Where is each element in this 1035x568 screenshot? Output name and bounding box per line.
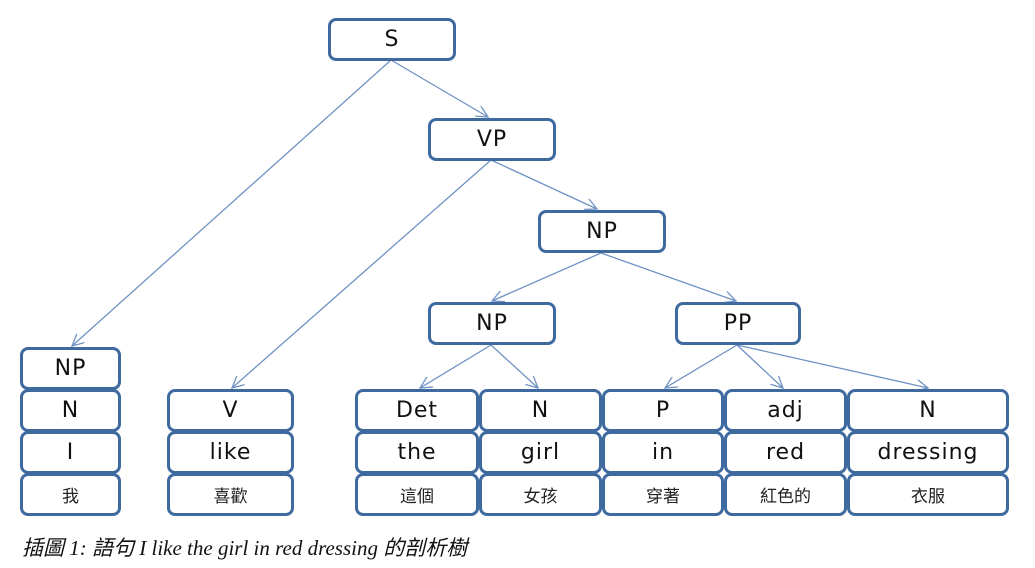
subject-np: NP	[20, 347, 121, 390]
noun2-translation: 衣服	[847, 473, 1009, 516]
adj-translation: 紅色的	[724, 473, 847, 516]
node-vp: VP	[428, 118, 556, 161]
subject-word: I	[20, 431, 121, 474]
edge-np-np	[492, 252, 602, 301]
edge-s-vp	[390, 59, 488, 117]
edge-np-det	[420, 344, 492, 388]
prep-word: in	[602, 431, 724, 474]
adj-pos: adj	[724, 389, 847, 432]
noun-word: girl	[479, 431, 602, 474]
noun-translation: 女孩	[479, 473, 602, 516]
verb-translation: 喜歡	[167, 473, 294, 516]
verb-word: like	[167, 431, 294, 474]
node-s: S	[328, 18, 456, 61]
edge-s-np-subject	[72, 59, 392, 346]
edge-np-n	[490, 344, 538, 388]
verb-pos: V	[167, 389, 294, 432]
adj-word: red	[724, 431, 847, 474]
node-pp: PP	[675, 302, 801, 345]
prep-pos: P	[602, 389, 724, 432]
edge-vp-v	[232, 159, 492, 388]
noun2-word: dressing	[847, 431, 1009, 474]
edge-vp-np	[490, 159, 597, 209]
edge-pp-p	[665, 344, 738, 388]
prep-translation: 穿著	[602, 473, 724, 516]
edge-pp-n	[736, 344, 928, 388]
node-np-head: NP	[428, 302, 556, 345]
det-translation: 這個	[355, 473, 479, 516]
subject-translation: 我	[20, 473, 121, 516]
edge-np-pp	[600, 252, 736, 301]
edge-pp-adj	[736, 344, 783, 388]
det-word: the	[355, 431, 479, 474]
figure-caption: 插圖 1: 語句 I like the girl in red dressing…	[22, 536, 468, 560]
subject-pos: N	[20, 389, 121, 432]
noun-pos: N	[479, 389, 602, 432]
det-pos: Det	[355, 389, 479, 432]
node-np-object: NP	[538, 210, 666, 253]
noun2-pos: N	[847, 389, 1009, 432]
